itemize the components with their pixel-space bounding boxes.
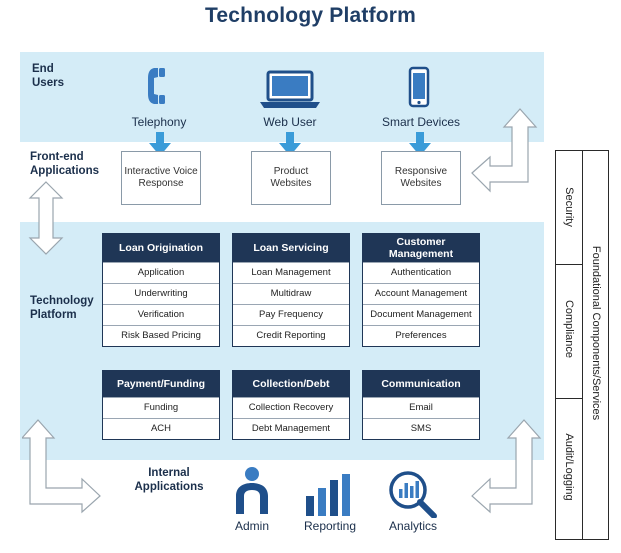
module-customer-management: Customer Management Authentication Accou… [362,233,480,347]
module-item: Account Management [363,283,479,304]
module-item: Preferences [363,325,479,346]
foundation-title: Foundational Components/Services [590,245,602,421]
tier-label-end-users: End Users [32,63,64,89]
foundation-audit-label: Audit/Logging [563,433,575,501]
foundation-left-column: Security Compliance Audit/Logging [556,151,583,539]
foundation-panel: Security Compliance Audit/Logging Founda… [555,150,609,540]
module-item: Pay Frequency [233,304,349,325]
laptop-icon [260,70,320,108]
module-item: Credit Reporting [233,325,349,346]
module-item: SMS [363,418,479,439]
module-item: Application [103,262,219,283]
end-user-telephony: Telephony [131,115,187,129]
down-arrow-icon [409,132,431,156]
internal-app-reporting: Reporting [303,519,357,533]
module-loan-servicing: Loan Servicing Loan Management Multidraw… [232,233,350,347]
vertical-double-arrow-icon [28,181,64,255]
module-item: Debt Management [233,418,349,439]
module-item: Document Management [363,304,479,325]
front-end-responsive-websites-label: Responsive Websites [394,165,448,190]
module-loan-origination: Loan Origination Application Underwritin… [102,233,220,347]
foundation-compliance-label: Compliance [563,299,575,359]
telephone-icon [148,68,165,104]
front-end-responsive-websites: Responsive Websites [381,151,461,205]
front-end-product-websites-label: Product Websites [270,165,312,190]
internal-app-analytics: Analytics [388,519,438,533]
module-item: Underwriting [103,283,219,304]
reporting-bar-chart-icon [306,474,350,516]
module-item: Funding [103,397,219,418]
bent-arrow-icon [22,419,101,514]
bent-arrow-icon [471,108,538,193]
module-communication: Communication Email SMS [362,370,480,440]
analytics-magnifier-icon [389,471,437,518]
tier-label-front-end: Front-end Applications [30,151,100,177]
module-item: Authentication [363,262,479,283]
bent-arrow-icon [471,419,542,514]
front-end-product-websites: Product Websites [251,151,331,205]
module-item: Loan Management [233,262,349,283]
module-item: Verification [103,304,219,325]
foundation-compliance-cell: Compliance [556,265,582,399]
foundation-audit-cell: Audit/Logging [556,399,582,538]
smartphone-icon [408,66,430,108]
tier-label-internal: Internal Applications [134,467,204,493]
module-item: ACH [103,418,219,439]
module-payment-funding: Payment/Funding Funding ACH [102,370,220,440]
foundation-security-label: Security [563,187,575,227]
module-title: Customer Management [363,234,479,262]
front-end-ivr-label: Interactive Voice Response [124,165,198,190]
front-end-ivr: Interactive Voice Response [121,151,201,205]
admin-person-icon [236,467,268,514]
module-title: Loan Servicing [233,234,349,262]
page-title: Technology Platform [204,4,417,27]
internal-app-admin: Admin [234,519,269,533]
module-collection-debt: Collection/Debt Collection Recovery Debt… [232,370,350,440]
module-title: Collection/Debt [233,371,349,397]
foundation-security-cell: Security [556,151,582,265]
module-title: Communication [363,371,479,397]
end-user-web-user: Web User [263,115,317,129]
tier-label-technology-platform: Technology Platform [30,295,94,321]
module-title: Payment/Funding [103,371,219,397]
module-item: Collection Recovery [233,397,349,418]
module-item: Email [363,397,479,418]
module-title: Loan Origination [103,234,219,262]
module-item: Multidraw [233,283,349,304]
down-arrow-icon [149,132,171,156]
module-item: Risk Based Pricing [103,325,219,346]
down-arrow-icon [279,132,301,156]
end-user-smart-devices: Smart Devices [381,115,461,129]
